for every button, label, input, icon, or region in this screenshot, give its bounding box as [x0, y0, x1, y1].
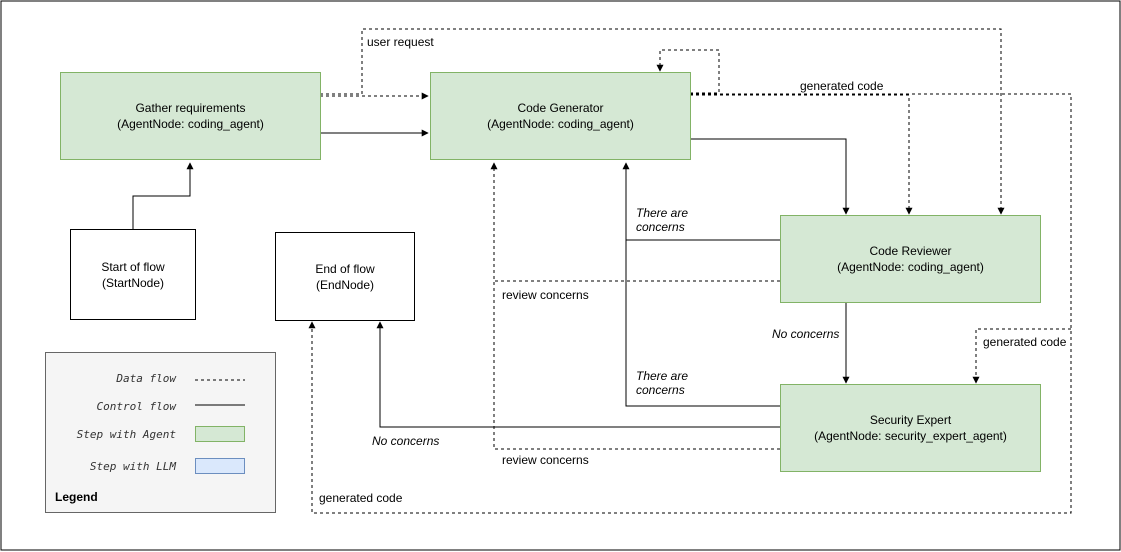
- label-there-are-concerns-1-line1: There are: [636, 206, 689, 220]
- edge-security-to-end: [376, 321, 780, 428]
- node-code-reviewer[interactable]: Code Reviewer (AgentNode: coding_agent): [780, 215, 1041, 303]
- node-subtitle: (AgentNode: coding_agent): [117, 117, 264, 131]
- node-subtitle: (StartNode): [101, 275, 165, 290]
- label-there-are-concerns-2-line2: concerns: [636, 383, 685, 397]
- node-title: Code Generator: [517, 101, 604, 115]
- label-there-are-concerns-1-line2: concerns: [636, 220, 685, 234]
- label-no-concerns-1: No concerns: [772, 327, 840, 341]
- node-title: Gather requirements: [135, 101, 246, 115]
- legend-label-data-flow: Data flow: [116, 372, 176, 385]
- edge-generated-code-outer: [308, 93, 1072, 514]
- node-subtitle: (AgentNode: coding_agent): [837, 260, 984, 274]
- node-gather-requirements[interactable]: Gather requirements (AgentNode: coding_a…: [60, 72, 321, 160]
- node-title: Security Expert: [869, 413, 952, 427]
- edge-start-to-gather: [132, 162, 194, 229]
- edge-security-to-generator: [625, 240, 780, 407]
- label-there-are-concerns-2-line1: There are: [636, 369, 689, 383]
- label-generated-code-right: generated code: [983, 335, 1067, 349]
- edge-generated-code-to-reviewer: [690, 94, 913, 215]
- legend-panel: Data flow Control flow Step with Agent S…: [45, 352, 276, 513]
- legend-swatch-llm: [195, 458, 245, 474]
- edge-generated-code-to-security: [972, 328, 1071, 384]
- label-no-concerns-2: No concerns: [372, 434, 440, 448]
- node-title: Start of flow: [101, 259, 165, 274]
- edge-review-concerns-security: [493, 281, 780, 450]
- edge-generator-to-reviewer: [690, 138, 850, 215]
- node-subtitle: (AgentNode: security_expert_agent): [814, 429, 1007, 443]
- legend-label-control-flow: Control flow: [96, 400, 176, 413]
- node-title: End of flow: [315, 261, 375, 276]
- legend-solid-line: [195, 404, 245, 406]
- label-user-request: user request: [367, 35, 434, 49]
- legend-title: Legend: [55, 490, 98, 504]
- legend-label-step-with-llm: Step with LLM: [89, 460, 176, 473]
- edge-generator-self-loop: [656, 49, 720, 94]
- node-code-generator[interactable]: Code Generator (AgentNode: coding_agent): [430, 72, 691, 160]
- node-subtitle: (AgentNode: coding_agent): [487, 117, 634, 131]
- label-review-concerns-1: review concerns: [502, 288, 589, 302]
- label-generated-code-bottom: generated code: [319, 491, 403, 505]
- legend-label-step-with-agent: Step with Agent: [76, 428, 176, 441]
- node-end-of-flow[interactable]: End of flow (EndNode): [275, 232, 415, 321]
- node-subtitle: (EndNode): [315, 277, 375, 292]
- node-start-of-flow[interactable]: Start of flow (StartNode): [70, 229, 196, 320]
- label-generated-code-top: generated code: [800, 79, 884, 93]
- legend-dashed-line: [195, 379, 245, 381]
- label-review-concerns-2: review concerns: [502, 453, 589, 467]
- legend-swatch-agent: [195, 426, 245, 442]
- node-security-expert[interactable]: Security Expert (AgentNode: security_exp…: [780, 384, 1041, 472]
- node-title: Code Reviewer: [869, 244, 952, 258]
